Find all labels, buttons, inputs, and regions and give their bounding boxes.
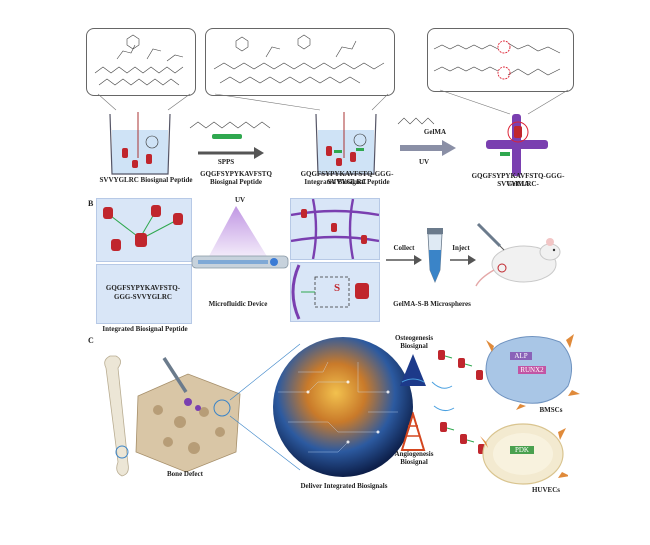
- peptide-2-label-line2: Biosignal Peptide: [210, 178, 262, 186]
- device-label: Microfluidic Device: [208, 300, 268, 308]
- inject-label: Inject: [452, 244, 470, 252]
- product-label-line1: GQGFSYPYKAVFSTQ-GGG-SVVYGLRC-: [471, 172, 565, 188]
- angio-label-line2: Biosignal: [400, 458, 428, 466]
- beaker-2-illustration: [315, 112, 377, 175]
- panel-b-letter: B: [88, 199, 94, 208]
- bone-scaffold-illustration: [135, 357, 241, 473]
- spps-arrow: [198, 147, 264, 159]
- beaker-2-label-line2: Integrated Biosignal Peptide: [304, 178, 390, 186]
- panel-c-letter: C: [88, 336, 94, 345]
- uv-arrow: [400, 140, 456, 156]
- angio-label-line1: Angiogenesis: [394, 450, 434, 458]
- huvec-cell-illustration: [480, 423, 568, 485]
- gelma-molecule-drawing: [397, 117, 435, 125]
- collect-label: Collect: [393, 244, 415, 252]
- beaker-2-label-line1: GQGFSYPYKAVFSTQ-GGG-SVVYGLRC: [300, 170, 394, 186]
- network-zoom-box: [290, 198, 380, 260]
- gelma-crosslink-illustration: [486, 114, 548, 176]
- molecule-structure-3: [433, 40, 561, 80]
- peptide-2-label-line1: GQGFSYPYKAVFSTQ: [200, 170, 272, 178]
- angiogenesis-signal-tower: [400, 412, 426, 451]
- microfluidic-device-illustration: [191, 206, 289, 269]
- osteo-label-line2: Biosignal: [400, 342, 428, 350]
- microspheres-label: GelMA-S-B Microspheres: [393, 300, 471, 308]
- molecule-zoom-box-3: [427, 28, 574, 92]
- runx2-label: RUNX2: [518, 366, 546, 374]
- collection-tube: [427, 228, 443, 284]
- sequence-line2: GGG-SVVYGLRC: [114, 293, 172, 301]
- molecule-structure-2: [213, 34, 385, 84]
- product-label-line2: GelMA: [506, 180, 530, 188]
- sequence-box: [96, 264, 192, 324]
- peptide-assembly-box: [96, 198, 192, 262]
- osteogenesis-signal-tower: [400, 354, 426, 386]
- alp-label: ALP: [510, 352, 532, 360]
- released-peptides: [431, 350, 485, 454]
- peptide-chain-drawing: [189, 121, 271, 139]
- bmscs-label: BMSCs: [539, 406, 563, 414]
- uv-label-a: UV: [418, 158, 430, 166]
- molecule-zoom-box-2: [205, 28, 395, 96]
- hydrogel-network-drawing: [291, 199, 379, 259]
- collect-arrow: [386, 255, 422, 265]
- structure-zoom-box: [290, 262, 380, 322]
- gelma-label: GelMA: [423, 128, 447, 136]
- bone-illustration: [104, 355, 129, 477]
- s-linker-drawing: [291, 264, 369, 320]
- spps-label: SPPS: [217, 158, 235, 166]
- inject-arrow: [450, 255, 476, 265]
- molecule-zoom-box-1: [86, 28, 196, 96]
- bone-defect-label: Bone Defect: [167, 470, 203, 478]
- mouse-illustration: [475, 222, 561, 287]
- osteo-label-line1: Osteogenesis: [394, 334, 434, 342]
- uv-label-b: UV: [234, 196, 246, 204]
- huvecs-label: HUVECs: [531, 486, 560, 494]
- integrated-peptide-label: Integrated Biosignal Peptide: [102, 325, 188, 333]
- sequence-line1: GQGFSYPYKAVFSTQ-: [105, 284, 181, 292]
- s-linker-label: S: [333, 282, 341, 294]
- integrated-biosignal-sphere: [273, 337, 413, 477]
- deliver-label: Deliver Integrated Biosignals: [300, 482, 388, 490]
- molecule-structure-1: [94, 34, 184, 86]
- beaker-1-label: SVVYGLRC Biosignal Peptide: [99, 176, 193, 184]
- pdk-label: PDK: [510, 446, 534, 454]
- beaker-1-illustration: [109, 112, 171, 175]
- peptide-helices-drawing: [103, 205, 183, 251]
